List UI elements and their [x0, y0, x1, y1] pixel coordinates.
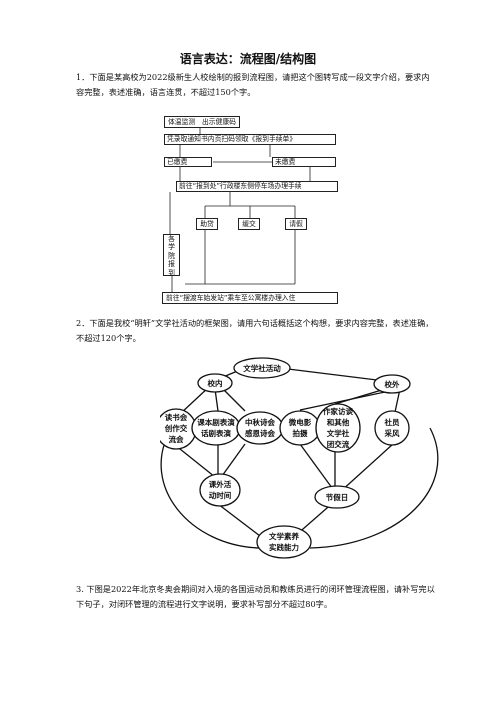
- question-1: 1．下面是某高校为2022级新生人校绘制的报到流程图，请把这个图转写成一段文字介…: [76, 72, 430, 97]
- flow-college-char-4: 报: [168, 260, 175, 269]
- label-collect-2: 采风: [384, 428, 400, 438]
- label-poetry-1: 中秋诗会: [245, 417, 275, 427]
- label-interview-2: 和其他: [327, 417, 350, 427]
- question-3: 3. 下图是2022年北京冬奥会期间对入境的各国运动员和教练员进行的闭环管理流程…: [76, 584, 435, 609]
- node-poetry: [236, 411, 284, 445]
- flow-step-scan-code: 凭录取通知书内页扫码领取《报到手续单》: [164, 134, 336, 145]
- flow-loan-label: 助贷: [200, 219, 214, 228]
- node-on-campus: [197, 373, 233, 393]
- flow-loan: 助贷: [196, 218, 218, 230]
- flow-step-registration-office: 前往“报到处”行政楼东侧停车场办理手续: [176, 181, 338, 192]
- flow-unpaid-label: 未缴费: [275, 157, 296, 166]
- label-collect-1: 社员: [384, 417, 400, 427]
- flow-step-shuttle-label: 前往“摆渡车始发站”乘车至公寓楼办理入住: [166, 293, 296, 302]
- page-title: 语言表达：流程图/结构图: [179, 52, 317, 66]
- flow-college-char-2: 学: [168, 243, 175, 252]
- label-club-activity: 文学社活动: [243, 363, 281, 373]
- node-ability: [256, 525, 312, 559]
- node-collect: [374, 410, 410, 446]
- node-drama: [191, 410, 241, 446]
- label-interview-4: 团交流: [327, 439, 350, 449]
- flow-leave: 请假: [285, 218, 307, 230]
- label-extracurricular-1: 课外活: [209, 479, 232, 489]
- label-film-2: 拍摄: [293, 428, 308, 438]
- literary-club-diagram: 文学社活动 校内 校外 读书会 创作交 流会 课本剧表演 话剧表演 中秋诗会 感…: [160, 356, 440, 562]
- label-film-1: 微电影: [288, 417, 312, 427]
- node-off-campus: [373, 374, 411, 394]
- flow-college-registration: 各 学 院 报 到: [163, 234, 180, 277]
- flow-unpaid: 未缴费: [272, 157, 336, 167]
- label-reading-3: 流会: [169, 434, 184, 444]
- node-club-activity: [233, 357, 291, 379]
- flow-step-registration-office-label: 前往“报到处”行政楼东侧停车场办理手续: [179, 182, 302, 191]
- flow-college-char-3: 院: [168, 251, 175, 260]
- diagram-graphics: 文学社活动 校内 校外 读书会 创作交 流会 课本剧表演 话剧表演 中秋诗会 感…: [160, 357, 439, 559]
- label-extracurricular-2: 动时间: [209, 490, 232, 500]
- node-holiday: [314, 485, 360, 509]
- question-2: 2．下面是我校“明轩”文学社活动的框架图，请用六句话概括这个构想，要求内容完整，…: [76, 318, 434, 343]
- flow-college-char-1: 各: [168, 234, 175, 243]
- flow-step-scan-code-label: 凭录取通知书内页扫码领取《报到手续单》: [167, 135, 297, 144]
- flow-leave-label: 请假: [289, 219, 303, 228]
- label-poetry-2: 感恩诗会: [245, 428, 275, 438]
- label-drama-1: 课本剧表演: [197, 417, 235, 427]
- label-ability-2: 实践能力: [269, 542, 299, 552]
- flow-paid-label: 已缴费: [167, 157, 188, 166]
- flow-college-char-5: 到: [168, 268, 175, 277]
- label-holiday: 节假日: [326, 492, 349, 502]
- flow-paid: 已缴费: [164, 157, 212, 167]
- flow-step-shuttle: 前往“摆渡车始发站”乘车至公寓楼办理入住: [162, 292, 338, 304]
- flow-step-health-check-label: 体温监测 出示健康码: [168, 117, 236, 126]
- node-interview: [315, 403, 361, 453]
- flow-defer-payment: 缓交: [238, 218, 260, 230]
- label-off-campus: 校外: [385, 379, 400, 389]
- registration-flowchart: 体温监测 出示健康码 凭录取通知书内页扫码领取《报到手续单》 已缴费 未缴费 前…: [160, 114, 340, 310]
- flow-step-health-check: 体温监测 出示健康码: [164, 116, 240, 128]
- label-interview-1: 作家访谈: [323, 406, 353, 416]
- label-interview-3: 文学社: [327, 428, 350, 438]
- flowchart-connectors: [169, 128, 311, 292]
- label-reading-2: 创作交: [164, 423, 188, 433]
- flow-defer-payment-label: 缓交: [242, 219, 256, 228]
- node-film: [279, 410, 321, 446]
- label-reading-1: 读书会: [165, 412, 188, 422]
- label-drama-2: 话剧表演: [201, 428, 231, 438]
- label-on-campus: 校内: [208, 378, 223, 388]
- label-ability-1: 文学素养: [269, 531, 299, 541]
- node-extracurricular: [199, 473, 241, 507]
